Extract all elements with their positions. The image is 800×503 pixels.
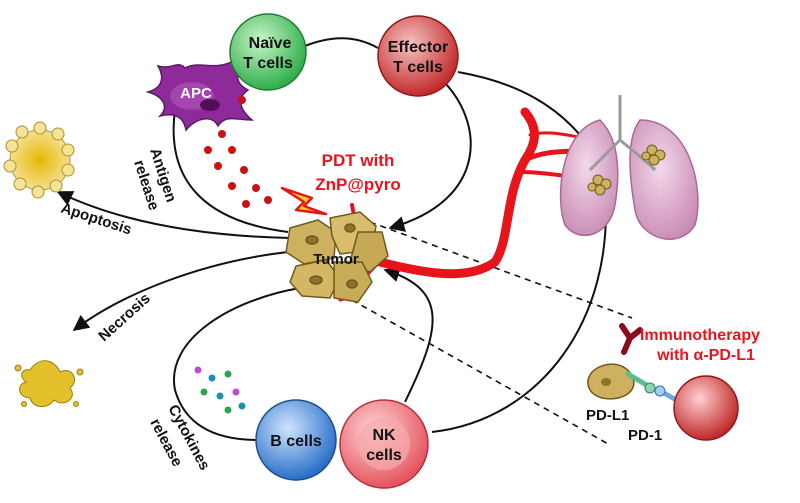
nk-label-1: NK — [372, 427, 396, 444]
pd1-label: PD-1 — [628, 427, 662, 444]
lung-tumor-nodules — [587, 144, 666, 196]
dashed-line-upper — [369, 221, 633, 319]
nk-cell: NK cells — [339, 399, 429, 489]
effector-t-cell: Effector T cells — [377, 15, 459, 97]
b-cells-label: B cells — [270, 433, 322, 450]
naive-effector-arc — [299, 37, 379, 49]
apc-label: APC — [180, 85, 212, 102]
pdt-label-1: PDT with — [322, 151, 395, 170]
necrotic-cell — [14, 360, 84, 407]
blood-vessels — [338, 107, 593, 302]
apoptosis-arrow — [56, 191, 291, 239]
tumor-label: Tumor — [313, 251, 359, 268]
nk-label-2: cells — [366, 447, 402, 464]
antigen-dots — [204, 96, 272, 208]
effector-tumor-arc — [388, 77, 472, 232]
pdt-label-2: ZnP@pyro — [315, 175, 401, 194]
dashed-line-lower — [351, 299, 611, 446]
apoptotic-cell — [3, 121, 75, 199]
apc-tumor-arc — [172, 109, 289, 233]
apoptosis-label: Apoptosis — [59, 200, 134, 239]
antibody-icon — [619, 323, 643, 355]
tumor-bcell-arc — [172, 287, 301, 441]
pdl1-label: PD-L1 — [586, 407, 629, 424]
tumor-cluster — [285, 211, 389, 303]
immunotherapy-label-1: Immunotherapy — [640, 327, 760, 344]
nk-tumor-arc — [383, 266, 434, 403]
necrosis-arrow — [72, 251, 289, 331]
cytokine-dots — [194, 366, 246, 414]
lungs-illustration — [559, 95, 699, 240]
lightning-bolt-icon — [280, 186, 328, 216]
immunotherapy-label-2: with α-PD-L1 — [656, 347, 755, 364]
cycle-arcs — [56, 37, 615, 441]
naive-label-1: Naïve — [249, 35, 292, 52]
naive-t-cell: Naïve T cells — [229, 13, 307, 91]
naive-label-2: T cells — [243, 55, 293, 72]
b-cell: B cells — [255, 399, 337, 481]
effector-label-2: T cells — [393, 59, 443, 76]
pdl1-pd1-interaction — [587, 323, 739, 441]
vessel-main — [375, 107, 539, 279]
effector-label-1: Effector — [388, 39, 448, 56]
nk-lung-arc — [431, 188, 615, 433]
apc-cell — [145, 58, 255, 132]
dashed-lines — [351, 221, 633, 446]
